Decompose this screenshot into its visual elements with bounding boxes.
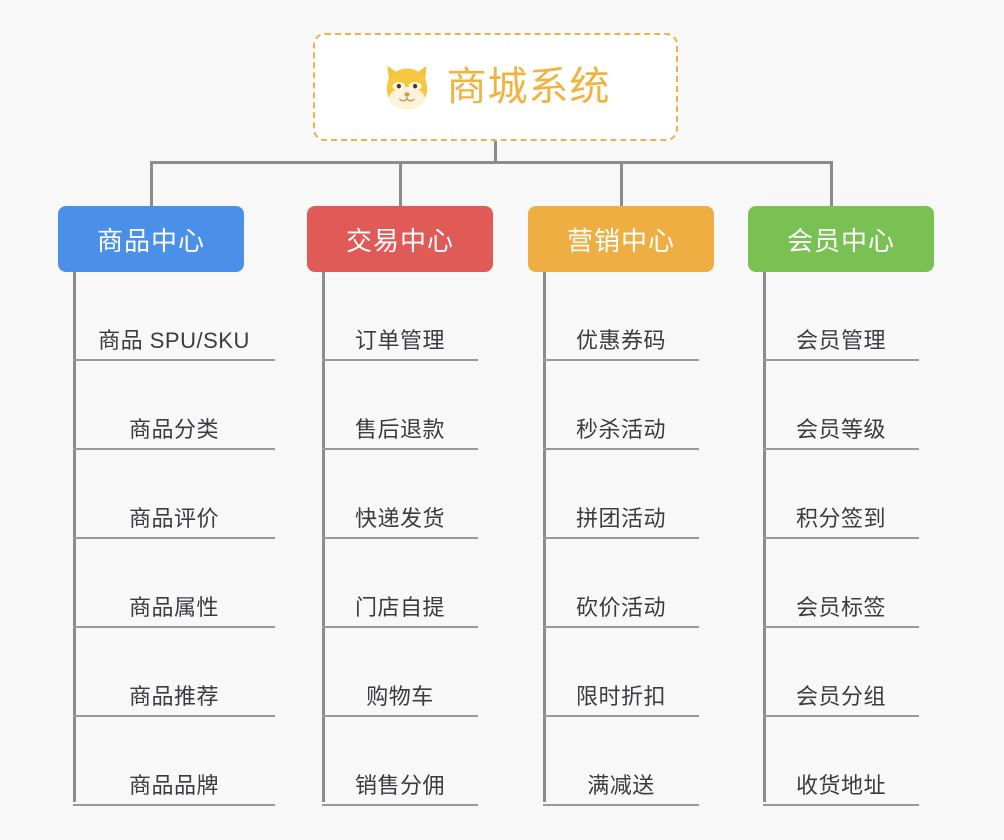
leaf-underline	[322, 448, 478, 450]
branch-label: 交易中心	[345, 225, 454, 256]
branch-label: 营销中心	[566, 225, 675, 256]
branch-column-member-center: 会员中心 会员管理 会员等级 积分签到 会员标签 会员分组	[748, 206, 934, 806]
branch-label: 商品中心	[96, 225, 205, 256]
leaf-label: 商品 SPU/SKU	[98, 328, 250, 353]
leaf-underline	[73, 537, 275, 539]
leaf-list: 订单管理 售后退款 快递发货 门店自提 购物车 销售分佣	[307, 272, 478, 806]
connector-drop-4	[830, 161, 833, 207]
leaf-underline	[322, 537, 478, 539]
leaf-item[interactable]: 商品属性	[73, 539, 275, 628]
branch-node-product-center[interactable]: 商品中心	[58, 206, 244, 272]
leaf-label: 会员标签	[795, 595, 886, 620]
leaf-item[interactable]: 秒杀活动	[543, 361, 699, 450]
branch-column-product-center: 商品中心 商品 SPU/SKU 商品分类 商品评价 商品属性 商品推荐	[58, 206, 275, 806]
leaf-item[interactable]: 限时折扣	[543, 628, 699, 717]
leaf-item[interactable]: 商品评价	[73, 450, 275, 539]
root-title: 商城系统	[446, 65, 611, 109]
branch-node-marketing-center[interactable]: 营销中心	[528, 206, 714, 272]
leaf-item[interactable]: 商品品牌	[73, 717, 275, 806]
leaf-label: 会员等级	[795, 417, 886, 442]
leaf-underline	[543, 626, 699, 628]
leaf-item[interactable]: 会员分组	[763, 628, 919, 717]
leaf-underline	[543, 359, 699, 361]
connector-root-stem	[494, 141, 497, 164]
leaf-label: 商品分类	[128, 417, 219, 442]
leaf-item[interactable]: 满减送	[543, 717, 699, 806]
leaf-underline	[763, 537, 919, 539]
leaf-label: 满减送	[587, 773, 655, 798]
leaf-item[interactable]: 销售分佣	[322, 717, 478, 806]
leaf-item[interactable]: 订单管理	[322, 272, 478, 361]
leaf-label: 会员分组	[795, 684, 886, 709]
leaf-item[interactable]: 会员等级	[763, 361, 919, 450]
leaf-underline	[322, 359, 478, 361]
root-node[interactable]: 商城系统	[313, 33, 678, 141]
branch-column-marketing-center: 营销中心 优惠券码 秒杀活动 拼团活动 砍价活动 限时折扣	[528, 206, 714, 806]
branch-column-trade-center: 交易中心 订单管理 售后退款 快递发货 门店自提 购物车	[307, 206, 493, 806]
branch-node-trade-center[interactable]: 交易中心	[307, 206, 493, 272]
branch-label: 会员中心	[786, 225, 895, 256]
leaf-item[interactable]: 商品分类	[73, 361, 275, 450]
shiba-dog-face-icon	[386, 65, 427, 110]
leaf-item[interactable]: 购物车	[322, 628, 478, 717]
leaf-item[interactable]: 优惠券码	[543, 272, 699, 361]
leaf-item[interactable]: 会员标签	[763, 539, 919, 628]
leaf-label: 商品属性	[128, 595, 219, 620]
leaf-label: 商品评价	[128, 506, 219, 531]
connector-bus	[150, 161, 831, 164]
leaf-label: 优惠券码	[575, 328, 666, 353]
leaf-underline	[322, 626, 478, 628]
leaf-label: 门店自提	[354, 595, 445, 620]
leaf-label: 拼团活动	[575, 506, 666, 531]
leaf-item[interactable]: 商品 SPU/SKU	[73, 272, 275, 361]
leaf-item[interactable]: 积分签到	[763, 450, 919, 539]
leaf-label: 收货地址	[795, 773, 886, 798]
leaf-list: 商品 SPU/SKU 商品分类 商品评价 商品属性 商品推荐 商品品牌	[58, 272, 275, 806]
leaf-item[interactable]: 收货地址	[763, 717, 919, 806]
connector-drop-2	[399, 161, 402, 207]
leaf-label: 快递发货	[354, 506, 445, 531]
leaf-label: 销售分佣	[354, 773, 445, 798]
leaf-label: 售后退款	[354, 417, 445, 442]
leaf-item[interactable]: 售后退款	[322, 361, 478, 450]
leaf-label: 购物车	[366, 684, 434, 709]
leaf-item[interactable]: 商品推荐	[73, 628, 275, 717]
leaf-label: 商品推荐	[128, 684, 219, 709]
leaf-underline	[73, 626, 275, 628]
leaf-underline	[73, 715, 275, 717]
leaf-underline	[73, 359, 275, 361]
leaf-underline	[543, 715, 699, 717]
leaf-label: 会员管理	[795, 328, 886, 353]
leaf-label: 订单管理	[354, 328, 445, 353]
leaf-list: 优惠券码 秒杀活动 拼团活动 砍价活动 限时折扣 满减送	[528, 272, 699, 806]
leaf-underline	[763, 715, 919, 717]
leaf-label: 积分签到	[795, 506, 886, 531]
leaf-underline	[73, 448, 275, 450]
leaf-underline	[543, 804, 699, 806]
leaf-underline	[322, 715, 478, 717]
leaf-list: 会员管理 会员等级 积分签到 会员标签 会员分组 收货地址	[748, 272, 919, 806]
branch-node-member-center[interactable]: 会员中心	[748, 206, 934, 272]
leaf-item[interactable]: 拼团活动	[543, 450, 699, 539]
leaf-item[interactable]: 快递发货	[322, 450, 478, 539]
leaf-item[interactable]: 砍价活动	[543, 539, 699, 628]
leaf-underline	[763, 448, 919, 450]
leaf-item[interactable]: 会员管理	[763, 272, 919, 361]
connector-drop-1	[150, 161, 153, 207]
leaf-underline	[543, 537, 699, 539]
leaf-label: 限时折扣	[575, 684, 666, 709]
leaf-label: 商品品牌	[128, 773, 219, 798]
leaf-underline	[322, 804, 478, 806]
leaf-label: 砍价活动	[575, 595, 666, 620]
leaf-underline	[763, 804, 919, 806]
connector-drop-3	[620, 161, 623, 207]
leaf-underline	[763, 359, 919, 361]
leaf-label: 秒杀活动	[575, 417, 666, 442]
leaf-item[interactable]: 门店自提	[322, 539, 478, 628]
leaf-underline	[73, 804, 275, 806]
leaf-underline	[543, 448, 699, 450]
leaf-underline	[763, 626, 919, 628]
